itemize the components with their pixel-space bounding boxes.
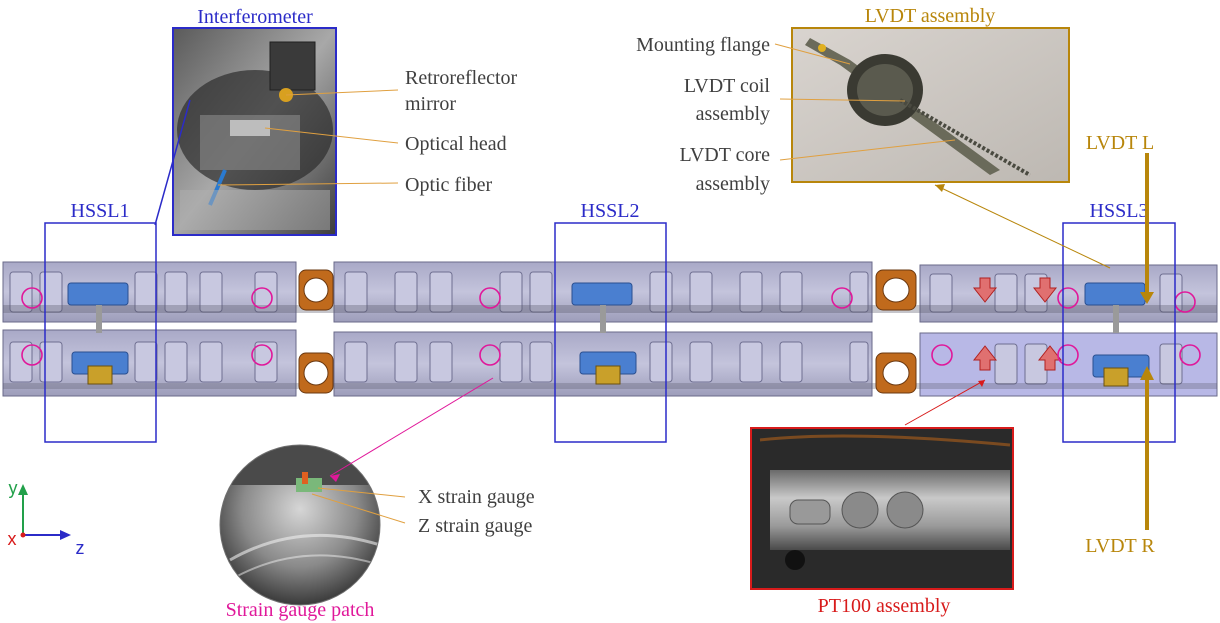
z-axis-label: z xyxy=(76,538,85,558)
interferometer-callouts xyxy=(217,89,399,186)
optical-head-label: Optical head xyxy=(405,133,507,155)
lvdt-core-label-1: LVDT core xyxy=(679,144,770,166)
y-axis-label: y xyxy=(9,478,18,498)
interferometer-photo xyxy=(172,27,337,236)
lvdt-coil-label-1: LVDT coil xyxy=(684,75,771,97)
strain-gauge-title: Strain gauge patch xyxy=(226,599,375,621)
hssl3-label: HSSL3 xyxy=(1090,200,1149,222)
x-axis-label: x xyxy=(8,529,17,549)
lvdt-core-label-2: assembly xyxy=(696,173,770,195)
x-strain-gauge-label: X strain gauge xyxy=(418,486,535,508)
retroreflector-label-2: mirror xyxy=(405,93,456,115)
pt100-title: PT100 assembly xyxy=(818,595,951,617)
copper-flanges xyxy=(298,269,917,394)
beam-assembly xyxy=(2,261,1218,397)
strain-gauge-photo xyxy=(220,445,380,605)
retroreflector-label-1: Retroreflector xyxy=(405,67,517,89)
pt100-photo xyxy=(750,427,1014,590)
red-arrows xyxy=(972,277,1063,371)
hssl3-box xyxy=(1062,222,1176,443)
hssl2-label: HSSL2 xyxy=(581,200,640,222)
axis-triad: y x z xyxy=(8,478,85,558)
strain-gauge-markers xyxy=(21,287,1201,366)
lvdt-r-label: LVDT R xyxy=(1085,535,1155,557)
lvdt-coil-label-2: assembly xyxy=(696,103,770,125)
lvdt-l-label: LVDT L xyxy=(1086,132,1154,154)
upper-beam-row xyxy=(2,261,1218,323)
z-strain-gauge-label: Z strain gauge xyxy=(418,515,533,537)
lvdt-photo xyxy=(791,27,1070,183)
blue-connectors xyxy=(67,282,1150,387)
hssl1-label: HSSL1 xyxy=(71,200,130,222)
mounting-flange-label: Mounting flange xyxy=(636,34,770,56)
optic-fiber-label: Optic fiber xyxy=(405,174,493,196)
lower-slots xyxy=(9,341,1183,385)
lvdt-title: LVDT assembly xyxy=(865,5,996,27)
hssl1-box xyxy=(44,222,157,443)
hssl2-box xyxy=(554,222,667,443)
interferometer-title: Interferometer xyxy=(197,6,313,28)
